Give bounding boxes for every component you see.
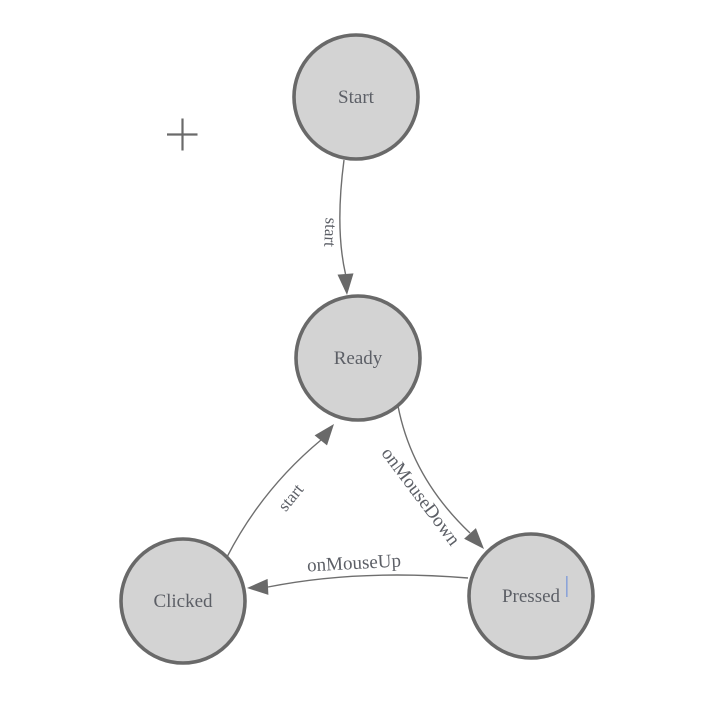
edge-path[interactable]	[397, 405, 471, 534]
node-label: Clicked	[153, 591, 213, 612]
state-circle[interactable]	[294, 294, 422, 422]
edge-label: onMouseDown	[377, 444, 465, 551]
edge-clicked-to-ready[interactable]: start	[226, 424, 334, 558]
edge-path[interactable]	[267, 574, 469, 588]
edge-path[interactable]	[339, 159, 347, 275]
edge-label: start	[320, 217, 341, 247]
state-circle[interactable]	[467, 532, 595, 660]
node-ready[interactable]: Ready	[294, 294, 422, 422]
arrowhead-icon	[464, 528, 484, 549]
edge-label: onMouseUp	[307, 551, 402, 577]
edge-path[interactable]	[226, 439, 322, 558]
node-label: Pressed	[502, 586, 561, 607]
state-circle[interactable]	[292, 33, 420, 161]
edge-pressed-to-clicked[interactable]: onMouseUp	[247, 551, 469, 595]
node-label: Ready	[334, 348, 383, 369]
arrowhead-icon	[247, 578, 269, 595]
edge-label: start	[274, 480, 307, 515]
edge-start-to-ready[interactable]: start	[320, 159, 354, 295]
state-circle[interactable]	[119, 537, 247, 665]
text-caret	[566, 576, 568, 597]
node-start[interactable]: Start	[292, 33, 420, 161]
node-label: Start	[338, 87, 375, 108]
node-pressed[interactable]: Pressed	[467, 532, 595, 660]
node-clicked[interactable]: Clicked	[119, 537, 247, 665]
arrowhead-icon	[337, 273, 354, 295]
edge-ready-to-pressed[interactable]: onMouseDown	[377, 405, 484, 551]
crosshair-cursor-icon	[167, 118, 198, 151]
arrowhead-icon	[314, 424, 334, 446]
